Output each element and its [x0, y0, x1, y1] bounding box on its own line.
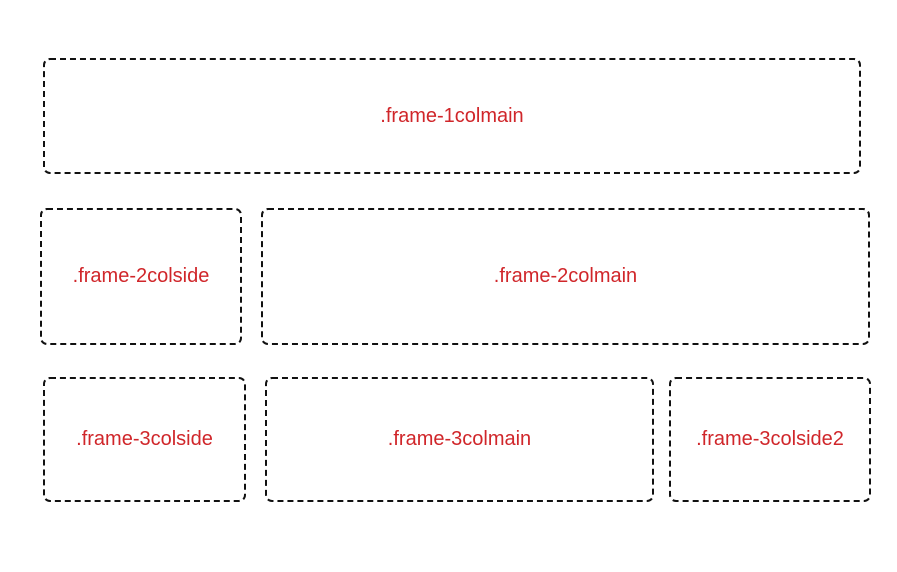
frame-3colmain-label: .frame-3colmain	[387, 428, 532, 450]
frame-1colmain-box: .frame-1colmain	[43, 58, 861, 174]
frame-2colside-label: .frame-2colside	[72, 265, 210, 287]
frame-2colside-box: .frame-2colside	[40, 208, 242, 345]
frame-3colside-box: .frame-3colside	[43, 377, 246, 502]
frame-3colmain-box: .frame-3colmain	[265, 377, 654, 502]
frame-3colside-label: .frame-3colside	[76, 428, 213, 450]
frame-1colmain-label: .frame-1colmain	[380, 104, 524, 127]
frame-3colside2-box: .frame-3colside2	[669, 377, 871, 502]
frame-2colmain-label: .frame-2colmain	[493, 265, 638, 287]
frame-3colside2-label: .frame-3colside2	[696, 428, 844, 450]
frame-2colmain-box: .frame-2colmain	[261, 208, 870, 345]
